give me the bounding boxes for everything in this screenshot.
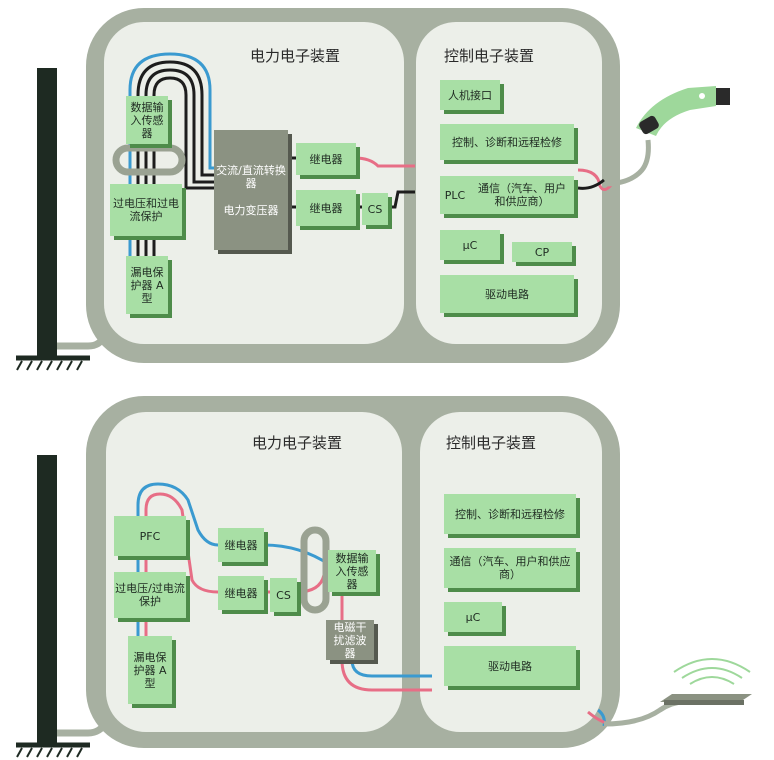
top-cp: CP <box>512 242 572 262</box>
bottom-residual-current-device: 漏电保护器 A 型 <box>128 636 172 704</box>
top-wall-mount <box>16 68 108 371</box>
top-overvoltage-protection: 过电压和过电流保护 <box>110 184 182 236</box>
top-transformer: 交流/直流转换器 电力变压器 <box>214 130 288 250</box>
top-transformer-line2: 电力变压器 <box>223 203 279 217</box>
top-transformer-line1: 交流/直流转换器 <box>216 163 286 190</box>
bottom-data-input-sensor: 数据输入传感器 <box>328 550 376 592</box>
bottom-overvoltage-protection: 过电压/过电流保护 <box>114 572 186 618</box>
top-communication: 通信（汽车、用户和供应商） <box>470 176 574 214</box>
top-driver-circuit: 驱动电路 <box>440 275 574 313</box>
top-power-header: 电力电子装置 <box>250 47 341 65</box>
top-relay-1: 继电器 <box>296 143 356 175</box>
bottom-pfc: PFC <box>114 516 186 556</box>
top-plc: PLC <box>440 176 470 214</box>
ev-charging-plug-icon <box>636 86 730 136</box>
top-control-header: 控制电子装置 <box>444 47 535 65</box>
bottom-control-header: 控制电子装置 <box>446 434 537 452</box>
top-data-input-sensor: 数据输入传感器 <box>126 96 168 144</box>
bottom-emi-filter: 电磁干扰滤波器 <box>326 620 374 660</box>
bottom-relay-1: 继电器 <box>218 528 264 562</box>
top-wires <box>128 52 651 280</box>
top-residual-current-device: 漏电保护器 A 型 <box>126 256 168 314</box>
top-sensor-ring <box>112 144 186 176</box>
bottom-relay-2: 继电器 <box>218 576 264 610</box>
bottom-uc: μC <box>444 602 502 632</box>
top-relay-2: 继电器 <box>296 190 356 226</box>
top-cs: CS <box>362 193 388 225</box>
top-uc: μC <box>440 230 500 260</box>
top-control-diagnosis: 控制、诊断和远程检修 <box>440 124 574 160</box>
bottom-communication: 通信（汽车、用户和供应商） <box>444 548 576 588</box>
bottom-control-diagnosis: 控制、诊断和远程检修 <box>444 494 576 534</box>
bottom-cs: CS <box>270 578 297 612</box>
top-hmi: 人机接口 <box>440 80 500 110</box>
wireless-charging-pad-icon <box>660 658 752 705</box>
bottom-sensor-ring <box>300 526 330 614</box>
bottom-power-header: 电力电子装置 <box>252 434 343 452</box>
bottom-driver-circuit: 驱动电路 <box>444 646 576 686</box>
